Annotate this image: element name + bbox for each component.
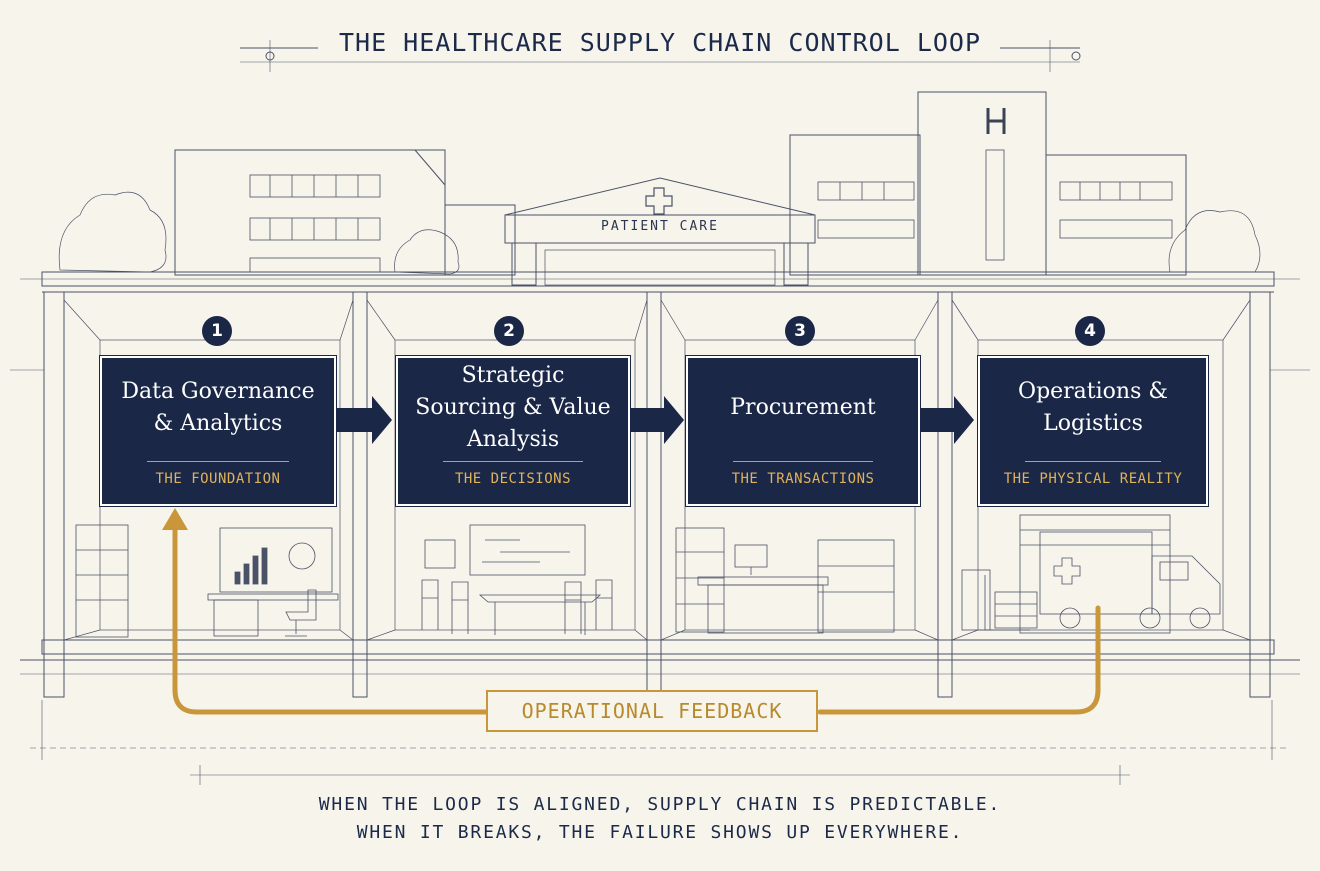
feedback-arrowhead — [162, 508, 188, 530]
divider — [733, 461, 873, 462]
step-card-4: Operations & Logistics THE PHYSICAL REAL… — [978, 356, 1208, 506]
arrow-2-3 — [628, 396, 684, 444]
step-badge-4: 4 — [1075, 316, 1105, 346]
arrow-1-2 — [334, 396, 392, 444]
divider — [443, 461, 583, 462]
step-title: Data Governance & Analytics — [121, 379, 315, 436]
step-badge-2: 2 — [494, 316, 524, 346]
footer-line-1: WHEN THE LOOP IS ALIGNED, SUPPLY CHAIN I… — [318, 794, 1002, 815]
step-card-1: Data Governance & Analytics THE FOUNDATI… — [100, 356, 336, 506]
step-title: Strategic Sourcing & Value Analysis — [415, 363, 611, 452]
page-title: THE HEALTHCARE SUPPLY CHAIN CONTROL LOOP — [338, 28, 982, 57]
footer-line-2: WHEN IT BREAKS, THE FAILURE SHOWS UP EVE… — [356, 822, 964, 843]
step-card-2: Strategic Sourcing & Value Analysis THE … — [396, 356, 630, 506]
step-badge-1: 1 — [202, 316, 232, 346]
step-title: Procurement — [730, 395, 876, 420]
step-subtitle: THE TRANSACTIONS — [731, 471, 875, 487]
divider — [1025, 461, 1161, 462]
step-badge-3: 3 — [785, 316, 815, 346]
step-title: Operations & Logistics — [1018, 379, 1168, 436]
step-card-3: Procurement THE TRANSACTIONS — [686, 356, 920, 506]
flow-arrows — [334, 396, 974, 444]
arrow-3-4 — [918, 396, 974, 444]
divider — [147, 461, 289, 462]
feedback-label: OPERATIONAL FEEDBACK — [486, 690, 818, 732]
step-subtitle: THE FOUNDATION — [155, 471, 281, 487]
step-subtitle: THE DECISIONS — [454, 471, 572, 487]
building-sign: PATIENT CARE — [601, 219, 719, 234]
feedback-loop-arrow — [172, 525, 1101, 715]
step-subtitle: THE PHYSICAL REALITY — [1003, 471, 1183, 487]
